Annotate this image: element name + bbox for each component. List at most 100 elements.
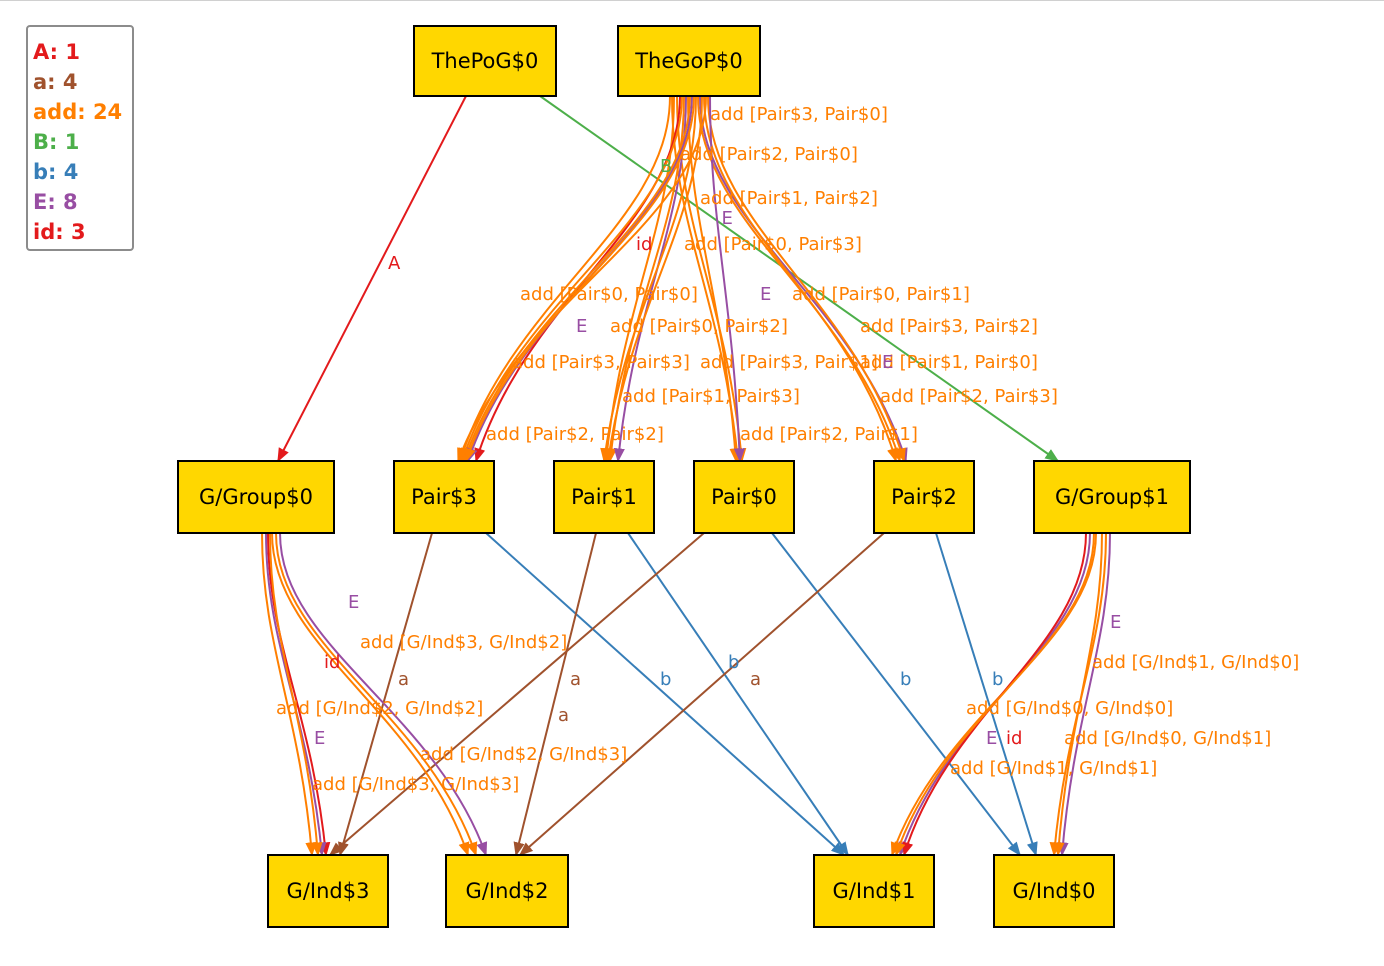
node-label: Pair$0 [711, 485, 777, 509]
edge-label-add: add [G/Ind$3, G/Ind$3] [312, 774, 519, 795]
node-pair-2[interactable]: Pair$2 [873, 460, 975, 534]
node-box[interactable] [267, 854, 389, 928]
edge-label-add: add [Pair$0, Pair$3] [684, 234, 862, 255]
legend-item-e-upper: E: 8 [33, 190, 78, 214]
edge-label-a: A [388, 253, 401, 274]
node-g-ind-3[interactable]: G/Ind$3 [267, 854, 389, 928]
edge-thegop-0-to-pair-3-add[interactable] [462, 95, 691, 463]
edge-label-add: add [G/Ind$2, G/Ind$3] [420, 744, 627, 765]
node-label: G/Ind$2 [466, 879, 549, 903]
node-box[interactable] [993, 854, 1115, 928]
edge-label-a: a [570, 669, 581, 690]
node-box[interactable] [393, 460, 495, 534]
edge-pair-3-to-g-ind-1-b[interactable] [485, 532, 846, 856]
node-label: Pair$3 [411, 485, 477, 509]
edge-g-group-1-to-g-ind-1-id[interactable] [902, 532, 1087, 857]
legend-item-id: id: 3 [33, 220, 86, 244]
node-label: G/Group$1 [1055, 485, 1169, 509]
edge-thegop-0-to-pair-2-add[interactable] [697, 95, 902, 463]
node-box[interactable] [693, 460, 795, 534]
node-thegop-0[interactable]: TheGoP$0 [617, 25, 761, 97]
node-box[interactable] [813, 854, 935, 928]
edge-label-e: E [721, 208, 732, 229]
edge-pair-0-to-g-ind-3-a[interactable] [328, 532, 705, 856]
edge-label-b: b [900, 669, 911, 690]
edge-pair-1-to-g-ind-2-a[interactable] [513, 532, 597, 857]
edge-thegop-0-to-pair-0-e[interactable] [709, 95, 746, 463]
edge-thegop-0-to-pair-2-add[interactable] [707, 95, 906, 463]
edge-label-b: b [992, 669, 1003, 690]
edge-thegop-0-to-pair-0-add[interactable] [687, 95, 741, 463]
node-g-ind-1[interactable]: G/Ind$1 [813, 854, 935, 928]
edge-label-add: add [Pair$2, Pair$2] [486, 424, 664, 445]
edge-label-e: E [986, 728, 997, 749]
edge-label-add: add [G/Ind$3, G/Ind$2] [360, 632, 567, 653]
edge-g-group-0-to-g-ind-3-add[interactable] [261, 532, 317, 857]
node-box[interactable] [1033, 460, 1191, 534]
edge-pair-3-to-g-ind-3-a[interactable] [338, 532, 433, 857]
node-pair-1[interactable]: Pair$1 [553, 460, 655, 534]
edge-label-a: a [558, 705, 569, 726]
edge-g-group-1-to-g-ind-0-add[interactable] [1053, 532, 1103, 857]
legend-item-b: b: 4 [33, 160, 79, 184]
edge-thegop-0-to-pair-1-add[interactable] [604, 95, 703, 463]
edge-pair-0-to-g-ind-0-b[interactable] [771, 532, 1021, 857]
edge-g-group-0-to-g-ind-3-id[interactable] [267, 532, 331, 857]
edge-label-id: id [324, 652, 340, 673]
edge-g-group-0-to-g-ind-2-add[interactable] [275, 532, 478, 857]
legend-item-a-upper: A: 1 [33, 40, 80, 64]
node-g-group-1[interactable]: G/Group$1 [1033, 460, 1191, 534]
node-box[interactable] [177, 460, 335, 534]
node-pair-3[interactable]: Pair$3 [393, 460, 495, 534]
edge-label-b: b [728, 652, 739, 673]
edge-pair-1-to-g-ind-1-b[interactable] [627, 532, 849, 857]
edge-g-group-1-to-g-ind-0-e[interactable] [1057, 532, 1111, 857]
edge-label-add: add [Pair$1, Pair$0] [860, 352, 1038, 373]
node-label: ThePoG$0 [431, 49, 539, 73]
edge-thegop-0-to-pair-3-add[interactable] [464, 95, 695, 463]
edge-label-e: E [1110, 612, 1121, 633]
edge-label-add: add [Pair$2, Pair$3] [880, 386, 1058, 407]
node-box[interactable] [553, 460, 655, 534]
edge-thegop-0-to-pair-3-add[interactable] [458, 95, 671, 463]
node-box[interactable] [445, 854, 569, 928]
legend-item-add: add: 24 [33, 100, 123, 124]
edge-thegop-0-to-pair-3-add[interactable] [457, 95, 707, 463]
node-pair-0[interactable]: Pair$0 [693, 460, 795, 534]
edge-label-b: B [660, 156, 672, 177]
legend-item-b-upper: B: 1 [33, 130, 80, 154]
edge-label-add: add [G/Ind$1, G/Ind$0] [1092, 652, 1299, 673]
edge-label-e: E [882, 352, 893, 373]
node-g-group-0[interactable]: G/Group$0 [177, 460, 335, 534]
edge-g-group-1-to-g-ind-1-e[interactable] [898, 532, 1091, 857]
node-label: G/Ind$3 [287, 879, 370, 903]
node-thepog-0[interactable]: ThePoG$0 [413, 25, 557, 97]
edge-pair-2-to-g-ind-2-a[interactable] [518, 532, 885, 856]
node-g-ind-2[interactable]: G/Ind$2 [445, 854, 569, 928]
edge-label-e: E [314, 728, 325, 749]
node-g-ind-0[interactable]: G/Ind$0 [993, 854, 1115, 928]
edge-label-add: add [Pair$3, Pair$1] [700, 352, 878, 373]
node-box[interactable] [617, 25, 761, 97]
edge-label-add: add [Pair$1, Pair$2] [700, 188, 878, 209]
node-box[interactable] [413, 25, 557, 97]
edge-label-e: E [760, 284, 771, 305]
edge-label-b: b [660, 669, 671, 690]
edge-pair-2-to-g-ind-0-b[interactable] [935, 532, 1038, 857]
node-label: G/Group$0 [199, 485, 313, 509]
edge-thepog-0-to-g-group-0-a[interactable] [277, 95, 467, 463]
edge-g-group-1-to-g-ind-1-add[interactable] [894, 532, 1095, 857]
edge-g-group-0-to-g-ind-2-add[interactable] [271, 532, 470, 857]
edge-label-add: add [Pair$1, Pair$3] [622, 386, 800, 407]
edge-label-add: add [G/Ind$2, G/Ind$2] [276, 698, 483, 719]
edge-label-add: add [Pair$3, Pair$0] [710, 104, 888, 125]
node-label: G/Ind$0 [1013, 879, 1096, 903]
edge-thegop-0-to-pair-0-add[interactable] [676, 95, 747, 463]
edge-g-group-0-to-g-ind-3-add[interactable] [269, 532, 323, 857]
node-box[interactable] [873, 460, 975, 534]
top-border [0, 0, 1384, 1]
edge-label-add: add [Pair$0, Pair$1] [792, 284, 970, 305]
edge-g-group-0-to-g-ind-2-e[interactable] [279, 532, 488, 857]
edge-thegop-0-to-pair-1-add[interactable] [600, 95, 697, 463]
